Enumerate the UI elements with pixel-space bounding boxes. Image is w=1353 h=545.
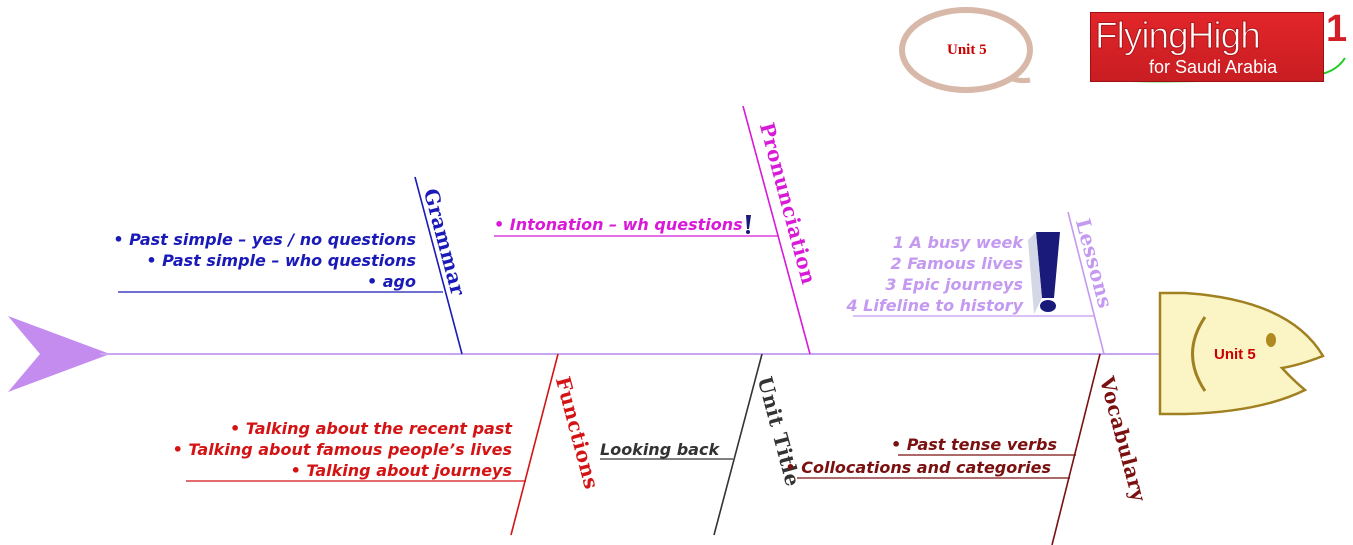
logo-number: 1 [1326, 8, 1348, 50]
exclamation-small-icon [746, 215, 751, 234]
fish-tail [8, 316, 110, 392]
grammar-item: • Past simple – who questions [146, 251, 416, 270]
unit-title-item: Looking back [600, 440, 720, 459]
exclamation-large-icon [1028, 232, 1060, 314]
lesson-item: 3 Epic journeys [885, 275, 1023, 294]
pronunciation-bone [742, 105, 811, 355]
vocabulary-item: • Past tense verbs [890, 435, 1057, 454]
fish-eye [1266, 333, 1276, 347]
grammar-item: • Past simple – yes / no questions [113, 230, 416, 249]
unit-title-bone [713, 353, 763, 536]
grammar-item: • ago [366, 272, 416, 291]
pronunciation-item: • Intonation – wh questions [494, 215, 743, 234]
fish-gill [1191, 316, 1207, 392]
lesson-item: 2 Famous lives [890, 254, 1023, 273]
logo-subtitle: for Saudi Arabia [1149, 57, 1278, 77]
logo-title: FlyingHigh [1095, 15, 1262, 57]
lesson-item: 4 Lifeline to history [846, 296, 1023, 315]
unit-badge [899, 7, 1033, 93]
unit-badge-tail [1009, 75, 1031, 84]
flying-high-logo: FlyingHigh for Saudi Arabia [1090, 12, 1324, 82]
vocabulary-bone [1051, 353, 1101, 545]
functions-item: • Talking about the recent past [229, 419, 512, 438]
functions-item: • Talking about famous people’s lives [172, 440, 512, 459]
functions-item: • Talking about journeys [290, 461, 512, 480]
grammar-bone [414, 176, 463, 355]
vocabulary-item: • Collocations and categories [785, 458, 1051, 477]
lesson-item: 1 A busy week [892, 233, 1023, 252]
lessons-bone [1067, 211, 1105, 355]
functions-bone [510, 353, 559, 536]
badge-label: Unit 5 [947, 42, 987, 58]
head-label: Unit 5 [1214, 346, 1256, 363]
